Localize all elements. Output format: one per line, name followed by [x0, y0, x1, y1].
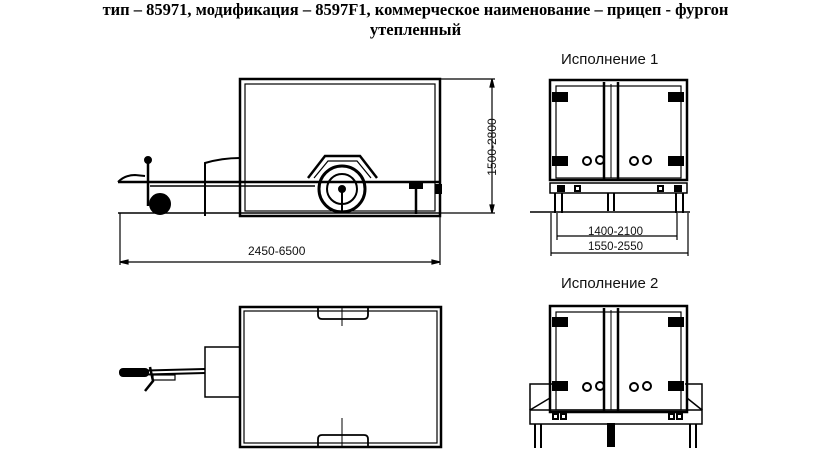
rear-view-1-label: Исполнение 1: [561, 51, 659, 68]
title-line-2: утепленный: [369, 20, 462, 39]
rear-view-2: [529, 304, 703, 448]
rear-view-2-label: Исполнение 2: [561, 275, 659, 292]
drawing-title: тип – 85971, модификация – 8597F1, комме…: [0, 0, 831, 40]
rear-view-1: [530, 78, 690, 256]
track-dimension-label: 1400-2100: [588, 226, 643, 238]
top-view: [119, 305, 443, 449]
title-line-1: тип – 85971, модификация – 8597F1, комме…: [102, 0, 729, 19]
width-dimension-label: 1550-2550: [588, 241, 643, 253]
length-dimension-label: 2450-6500: [248, 244, 306, 258]
height-dimension-label: 1500-2800: [485, 118, 499, 176]
side-view: [117, 77, 495, 265]
